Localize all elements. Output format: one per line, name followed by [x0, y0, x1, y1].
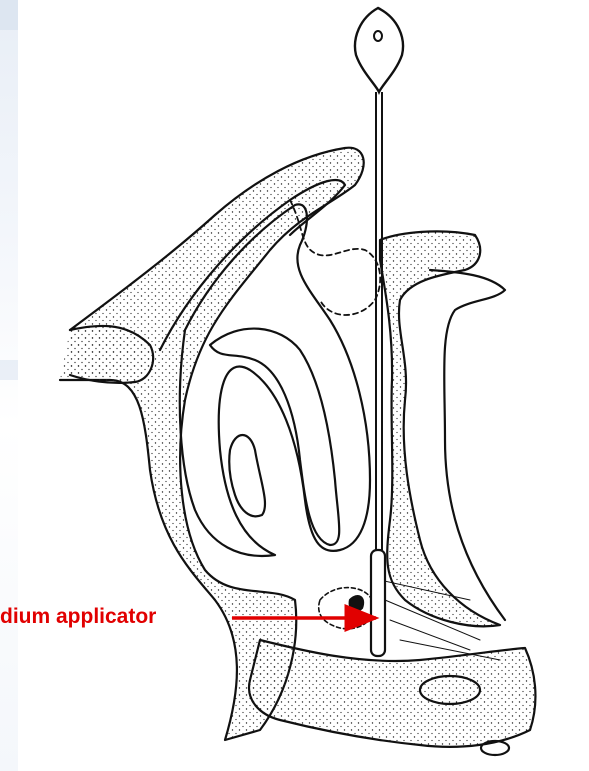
small-knob	[350, 596, 363, 611]
lower-loop	[229, 435, 265, 516]
applicator-handle	[355, 8, 403, 92]
inner-fold	[210, 329, 339, 545]
right-wall-extension	[430, 270, 505, 620]
right-wall	[380, 231, 500, 626]
applicator-label: dium applicator	[0, 604, 156, 630]
small-cavity	[319, 588, 373, 629]
applicator-tip	[371, 550, 385, 656]
floor-band	[249, 640, 535, 747]
outer-bone-wall	[60, 148, 364, 740]
